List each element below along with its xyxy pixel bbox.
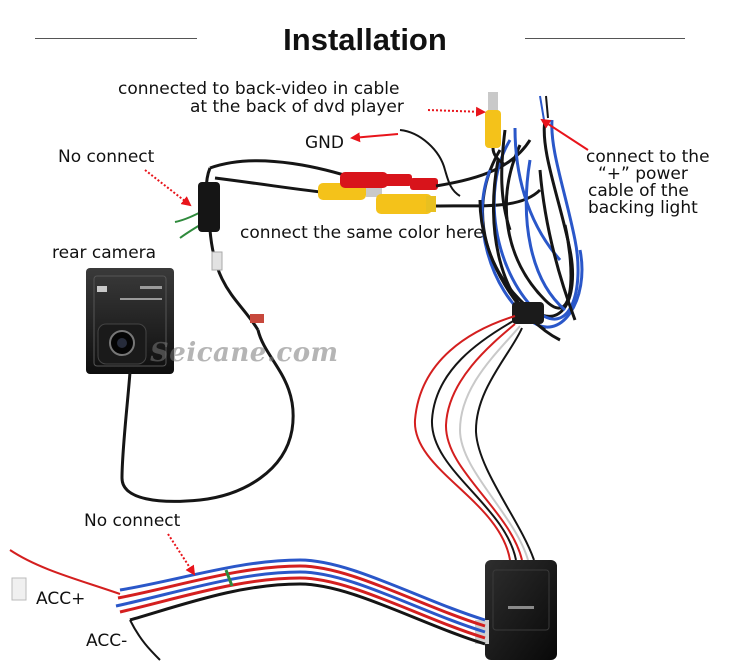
label-power-1: connect to the: [586, 147, 710, 167]
label-rear-camera: rear camera: [52, 243, 157, 263]
label-gnd: GND: [305, 133, 344, 153]
cable-tag: [211, 251, 223, 271]
acc-plus-wire: [9, 549, 121, 595]
label-same-color: connect the same color here: [240, 223, 484, 243]
annotation-arrows: [144, 106, 589, 576]
top-cable: [209, 159, 361, 182]
label-back-video-1: connected to back-video in cable: [118, 79, 400, 99]
label-power-4: backing light: [588, 198, 698, 218]
acc-minus-wire: [129, 619, 161, 661]
label-acc-plus: ACC+: [36, 589, 86, 609]
label-acc-minus: ACC-: [86, 631, 128, 651]
label-back-video-2: at the back of dvd player: [190, 97, 404, 117]
label-no-connect-top: No connect: [58, 147, 155, 167]
power-wire-end-2: [545, 95, 549, 119]
label-power-2: “+” power: [598, 164, 688, 184]
title-rule-left: [35, 38, 197, 39]
label-power-3: cable of the: [588, 181, 689, 201]
acc-bundle: [115, 558, 486, 646]
back-video-rca: [485, 92, 506, 167]
title-rule-right: [525, 38, 685, 39]
rca-plugs: [318, 172, 438, 214]
watermark: Seicane.com: [150, 338, 339, 368]
gnd-wire: [399, 129, 461, 197]
camera-cable: [120, 329, 295, 503]
rear-camera: [86, 268, 174, 374]
cable-marker-red: [250, 314, 264, 323]
label-no-connect-bottom: No connect: [84, 511, 181, 531]
control-box: [475, 560, 557, 660]
harness-connector: [512, 302, 544, 324]
top-cable-2: [214, 176, 331, 195]
power-wire-end: [539, 95, 545, 121]
acc-tag: [11, 577, 27, 601]
connector-block: [198, 182, 220, 232]
wires-to-box: [413, 315, 535, 561]
green-tag-wire: [224, 569, 234, 587]
page-title: Installation: [283, 22, 447, 57]
